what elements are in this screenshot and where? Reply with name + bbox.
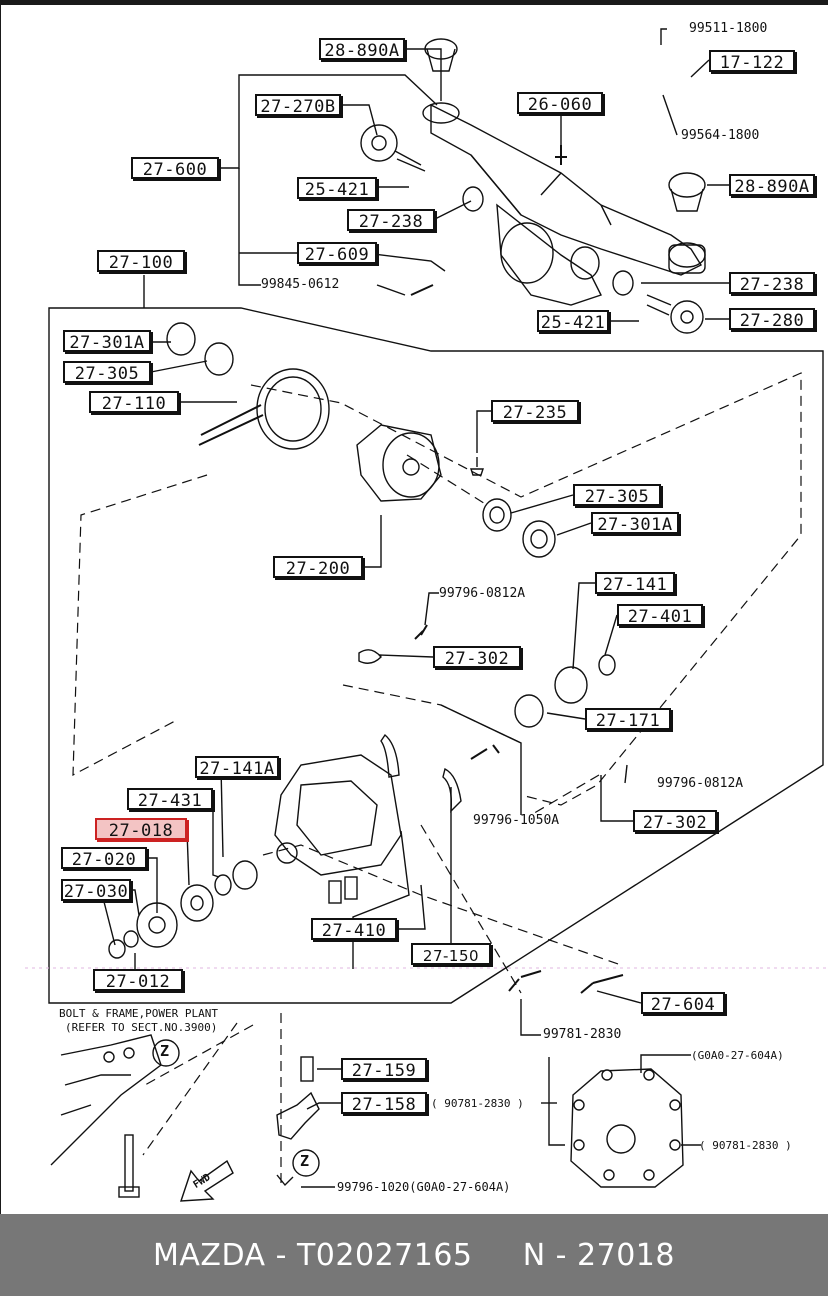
part-99781-2830[interactable]: 99781-2830 (543, 1027, 622, 1042)
part-number-footer: MAZDA - T02027165 N - 27018 (0, 1214, 828, 1296)
label-27-270b[interactable]: 27-270B (255, 94, 341, 117)
diagram-drawing (25, 28, 828, 1202)
part-g0a0-27-604a[interactable]: (G0A0-27-604A) (691, 1049, 784, 1062)
footer-diagram-number: 27018 (577, 1237, 675, 1273)
label-28-890a-right[interactable]: 28-890A (729, 174, 815, 197)
label-27-141[interactable]: 27-141 (595, 572, 675, 595)
part-99511-1800[interactable]: 99511-1800 (689, 21, 768, 36)
label-25-421-top[interactable]: 25-421 (297, 177, 377, 200)
footer-separator: - (265, 1237, 297, 1273)
part-99796-0812a-right[interactable]: 99796-0812A (657, 776, 744, 791)
label-25-421-right[interactable]: 25-421 (537, 310, 609, 333)
label-27-410[interactable]: 27-410 (311, 918, 397, 941)
part-99845-0612[interactable]: 99845-0612 (261, 277, 340, 292)
label-27-301a-right[interactable]: 27-301A (591, 512, 679, 535)
label-27-012[interactable]: 27-012 (93, 969, 183, 992)
label-27-030[interactable]: 27-030 (61, 879, 131, 902)
footer-brand: MAZDA (153, 1237, 266, 1273)
label-17-122[interactable]: 17-122 (709, 50, 795, 73)
label-27-141a[interactable]: 27-141A (195, 756, 279, 779)
part-99564-1800[interactable]: 99564-1800 (681, 128, 760, 143)
label-27-158[interactable]: 27-158 (341, 1092, 427, 1115)
label-27-431[interactable]: 27-431 (127, 788, 213, 811)
note-refer-sect: (REFER TO SECT.NO.3900) (65, 1021, 218, 1034)
label-26-060[interactable]: 26-060 (517, 92, 603, 115)
z-marker-bottom: Z (300, 1152, 310, 1170)
label-27-159[interactable]: 27-159 (341, 1058, 427, 1081)
part-99796-1050a[interactable]: 99796-1050A (473, 813, 560, 828)
label-27-604[interactable]: 27-604 (641, 992, 725, 1015)
label-27-301a-left[interactable]: 27-301A (63, 330, 151, 353)
parts-diagram: 28-890A 27-270B 27-600 25-421 27-238 27-… (0, 0, 828, 1214)
z-marker-left: Z (160, 1042, 170, 1060)
label-27-018[interactable]: 27-018 (95, 818, 187, 841)
part-99796-1020[interactable]: 99796-1020(G0A0-27-604A) (337, 1180, 511, 1194)
label-27-305-left[interactable]: 27-305 (63, 361, 151, 384)
label-27-238-top[interactable]: 27-238 (347, 209, 435, 232)
label-27-302-top[interactable]: 27-302 (433, 646, 521, 669)
label-27-401[interactable]: 27-401 (617, 604, 703, 627)
part-90781-2830-left[interactable]: ( 90781-2830 ) (431, 1097, 524, 1110)
label-27-110[interactable]: 27-110 (89, 391, 179, 414)
footer-oem-number: T02027165 (296, 1237, 473, 1273)
label-27-100[interactable]: 27-100 (97, 250, 185, 273)
label-27-150[interactable]: 27-150 (411, 943, 491, 965)
label-27-238-right[interactable]: 27-238 (729, 272, 815, 295)
label-27-302-right[interactable]: 27-302 (633, 810, 717, 833)
label-27-235[interactable]: 27-235 (491, 400, 579, 423)
label-27-200[interactable]: 27-200 (273, 556, 363, 579)
label-27-171[interactable]: 27-171 (585, 708, 671, 731)
footer-gap (473, 1238, 523, 1273)
part-99796-0812a-top[interactable]: 99796-0812A (439, 586, 526, 601)
part-90781-2830-right[interactable]: ( 90781-2830 ) (699, 1139, 792, 1152)
label-27-305-right[interactable]: 27-305 (573, 484, 661, 507)
label-27-020[interactable]: 27-020 (61, 847, 147, 870)
label-27-609[interactable]: 27-609 (297, 242, 377, 265)
footer-n-prefix: N - (522, 1237, 578, 1273)
label-27-280[interactable]: 27-280 (729, 308, 815, 331)
label-28-890a-top[interactable]: 28-890A (319, 38, 405, 61)
label-27-600[interactable]: 27-600 (131, 157, 219, 180)
note-bolt-frame: BOLT & FRAME,POWER PLANT (59, 1007, 218, 1020)
